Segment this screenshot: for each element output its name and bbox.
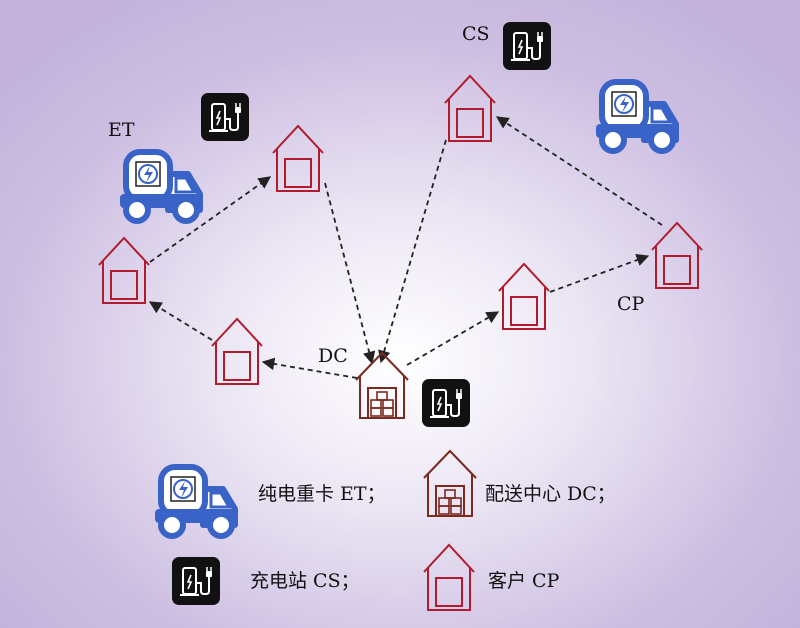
charging-station-icon xyxy=(200,92,250,142)
arrow-dc-to-cp-center xyxy=(406,311,500,366)
electric-truck-icon xyxy=(120,152,202,221)
arrow-cp-center-to-cp-right xyxy=(549,253,650,293)
legend-customer-icon xyxy=(423,544,475,611)
distribution-center-node xyxy=(355,352,409,419)
customer-node-center-right xyxy=(498,263,550,330)
customer-node-left xyxy=(98,237,150,304)
customer-node-right xyxy=(651,222,703,289)
legend-truck-icon xyxy=(155,467,237,536)
route-arrows xyxy=(148,116,663,379)
charging-station-icon xyxy=(421,378,471,428)
customer-node-lower-left xyxy=(211,318,263,385)
label-dc: DC xyxy=(318,345,348,367)
customer-node-top-center xyxy=(444,75,496,142)
arrow-cp-lower-left-to-cp-left xyxy=(148,301,213,341)
arrow-cs-to-dc xyxy=(378,139,447,364)
electric-truck-icon xyxy=(596,82,678,151)
customer-node-top-left xyxy=(272,125,324,192)
arrow-cp-right-to-cs xyxy=(495,116,663,226)
arrow-cp-top-left-to-dc xyxy=(324,182,376,365)
legend-depot-icon xyxy=(423,450,477,517)
arrow-cp-left-to-cp-top-left xyxy=(149,176,272,263)
charging-station-icon xyxy=(502,21,552,71)
label-cp: CP xyxy=(617,293,645,315)
legend-et-text: 纯电重卡 ET； xyxy=(258,483,386,505)
arrow-dc-to-cp-lower-left xyxy=(261,357,358,379)
legend: 纯电重卡 ET； 配送中心 DC； 充电站 CS； 客户 CP xyxy=(155,450,616,611)
legend-cp-text: 客户 CP xyxy=(488,570,560,592)
label-et: ET xyxy=(108,119,135,141)
label-cs: CS xyxy=(462,23,490,45)
legend-cs-text: 充电站 CS； xyxy=(250,570,360,592)
legend-station-icon xyxy=(171,556,221,606)
legend-dc-text: 配送中心 DC； xyxy=(485,483,616,505)
